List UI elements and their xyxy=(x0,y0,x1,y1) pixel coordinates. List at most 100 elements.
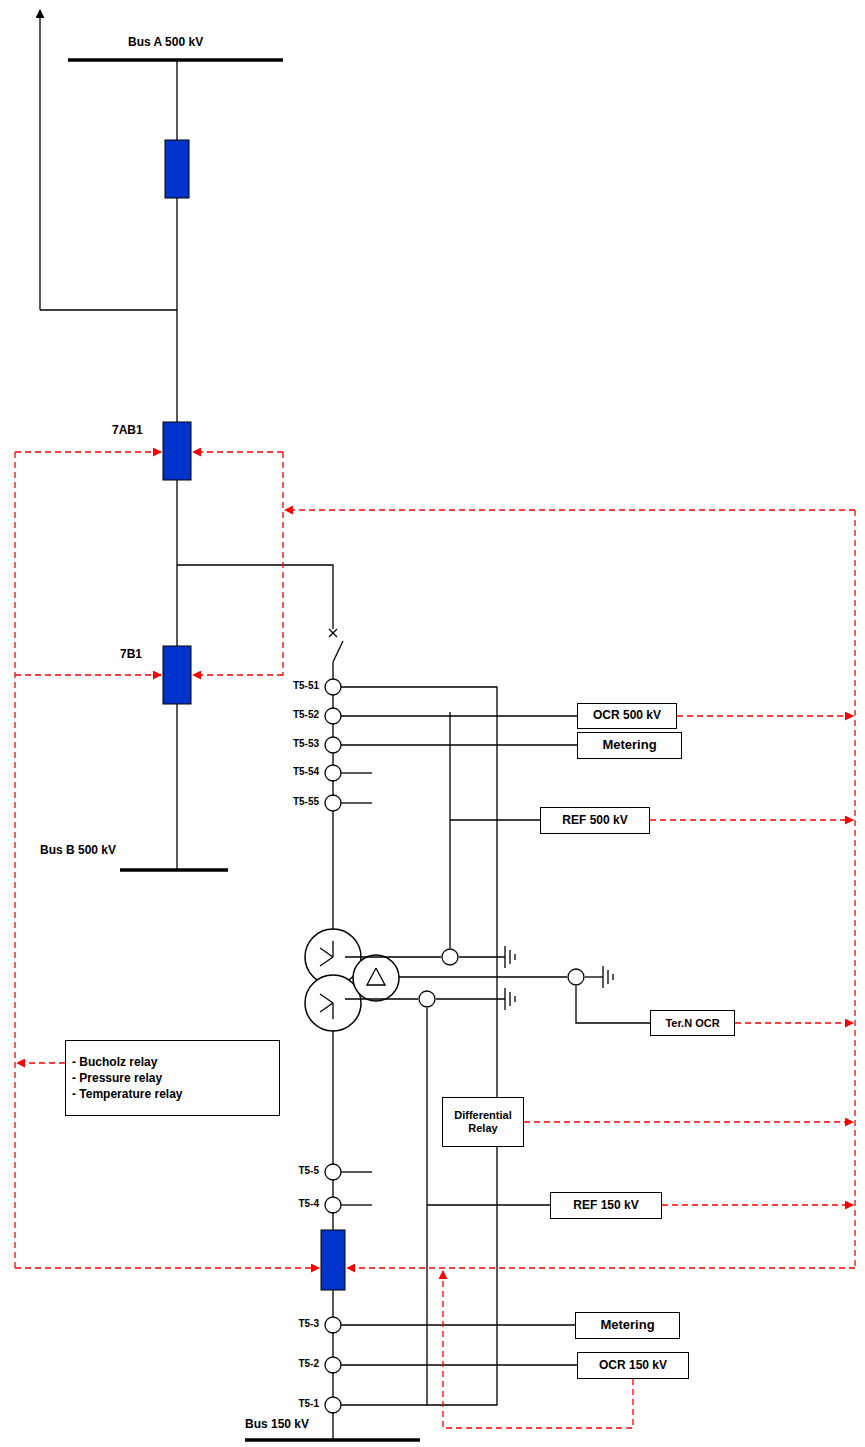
ct-wire xyxy=(341,772,372,773)
wye-symbol xyxy=(332,1003,333,1019)
circuit-breaker xyxy=(163,646,191,704)
ct-wire xyxy=(449,712,450,948)
trip-signal xyxy=(15,451,161,452)
relay-box: OCR 150 kV xyxy=(577,1352,689,1379)
ct-wire xyxy=(341,1171,372,1172)
disconnector-symbol xyxy=(333,641,343,662)
transformer-winding xyxy=(305,975,361,1031)
trip-signal xyxy=(735,1022,853,1023)
trip-signal xyxy=(15,674,161,675)
current-transformer xyxy=(568,969,584,985)
relay-box: REF 150 kV xyxy=(550,1192,662,1219)
ct-label: T5-52 xyxy=(293,709,319,721)
earth-symbol xyxy=(504,946,505,968)
trip-signal xyxy=(650,819,853,820)
current-transformer xyxy=(325,737,341,753)
line-feeder xyxy=(40,309,177,310)
circuit-breaker xyxy=(163,422,191,480)
trip-signal xyxy=(193,451,283,452)
current-transformer xyxy=(325,1357,341,1373)
disconnector-symbol xyxy=(329,629,337,637)
neutral-wire xyxy=(585,976,603,977)
trip-signal xyxy=(285,509,855,510)
ct-wire xyxy=(341,1204,372,1205)
ct-label: T5-3 xyxy=(298,1318,319,1330)
ct-wire xyxy=(341,1364,577,1365)
relay-box: Metering xyxy=(577,732,682,759)
trip-signal xyxy=(677,715,853,716)
line-feeder xyxy=(39,10,40,310)
relay-label: REF 500 kV xyxy=(562,814,627,828)
ct-wire xyxy=(427,1204,550,1205)
circuit-breaker xyxy=(165,140,189,198)
trip-bus xyxy=(854,510,855,1268)
relay-label: Metering xyxy=(602,738,656,753)
relay-box: REF 500 kV xyxy=(540,807,650,834)
current-transformer xyxy=(325,1164,341,1180)
current-transformer xyxy=(325,765,341,781)
ct-wire xyxy=(341,715,577,716)
trip-signal xyxy=(524,1121,853,1122)
trip-signal xyxy=(17,1062,65,1063)
ct-label: T5-53 xyxy=(293,738,319,750)
current-transformer xyxy=(325,708,341,724)
ct-wire xyxy=(576,986,650,1023)
relay-label: Differential Relay xyxy=(449,1109,517,1134)
neutral-wire xyxy=(345,956,441,957)
disconnector-symbol xyxy=(329,629,337,637)
trip-signal xyxy=(662,1204,853,1205)
wye-symbol xyxy=(332,941,333,957)
trip-signal xyxy=(443,1271,633,1428)
neutral-wire xyxy=(345,998,418,999)
ct-wire xyxy=(450,819,540,820)
trip-signal xyxy=(347,1267,855,1268)
relay-box: Metering xyxy=(575,1312,680,1339)
relay-box: OCR 500 kV xyxy=(577,703,677,729)
busbar xyxy=(245,1438,420,1442)
bus-label: Bus B 500 kV xyxy=(40,844,116,858)
relay-label: - Bucholz relay xyxy=(72,1054,157,1070)
ct-wire xyxy=(341,1324,575,1325)
relay-label: Metering xyxy=(600,1318,654,1333)
earth-symbol xyxy=(504,988,505,1010)
neutral-wire xyxy=(399,976,567,977)
current-transformer xyxy=(325,795,341,811)
ct-wire xyxy=(341,1147,497,1405)
bus-label: Bus 150 kV xyxy=(245,1418,309,1432)
current-transformer xyxy=(442,949,458,965)
trip-bus xyxy=(14,452,15,1268)
relay-box: Differential Relay xyxy=(442,1097,524,1147)
busbar xyxy=(68,58,283,62)
ct-wire xyxy=(341,802,372,803)
relay-label: Ter.N OCR xyxy=(665,1017,719,1030)
earth-symbol xyxy=(612,974,613,980)
earth-symbol xyxy=(509,992,510,1006)
trip-bus xyxy=(282,452,283,675)
relay-list-box: - Bucholz relay- Pressure relay- Tempera… xyxy=(65,1040,280,1116)
circuit-breaker xyxy=(321,1230,345,1290)
current-transformer xyxy=(325,1317,341,1333)
ct-wire xyxy=(341,744,577,745)
bus-label: 7AB1 xyxy=(112,424,143,438)
current-transformer xyxy=(325,1397,341,1413)
ct-label: T5-4 xyxy=(298,1198,319,1210)
earth-symbol xyxy=(514,954,515,960)
relay-label: REF 150 kV xyxy=(573,1199,638,1213)
busbar xyxy=(120,868,228,872)
bus-label: 7B1 xyxy=(120,648,142,662)
trip-signal xyxy=(15,1267,319,1268)
earth-symbol xyxy=(514,996,515,1002)
relay-label: - Pressure relay xyxy=(72,1070,162,1086)
current-transformer xyxy=(419,991,435,1007)
bus-label: Bus A 500 kV xyxy=(128,36,203,50)
ct-wire xyxy=(341,687,497,1097)
ct-wire xyxy=(426,1008,427,1405)
ct-label: T5-2 xyxy=(298,1358,319,1370)
relay-box: Ter.N OCR xyxy=(650,1010,735,1036)
earth-symbol xyxy=(509,950,510,964)
earth-symbol xyxy=(602,966,603,988)
trip-signal xyxy=(193,674,283,675)
neutral-wire xyxy=(459,956,505,957)
ct-label: T5-51 xyxy=(293,680,319,692)
